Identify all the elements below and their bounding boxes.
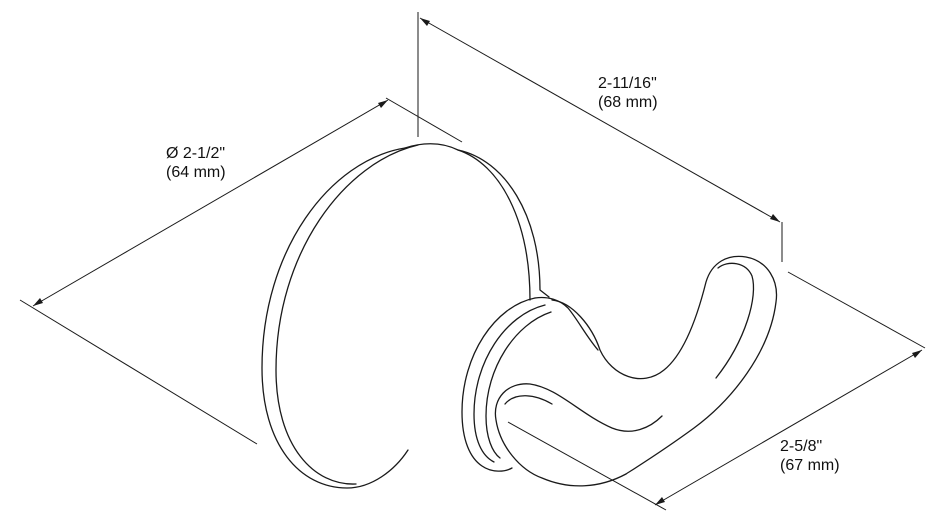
arrowhead-width-bottom [655, 497, 665, 505]
width-dimension-label: 2-5/8" (67 mm) [780, 437, 840, 475]
depth-dimension-label: 2-11/16" (68 mm) [598, 74, 658, 112]
extension-line-diameter-top [385, 97, 463, 143]
collar-inner-ring [485, 311, 552, 459]
arrowhead-diameter-bottom [33, 298, 43, 306]
arrowhead-diameter-top [378, 100, 388, 108]
flange-front-face [261, 147, 409, 489]
neck-collar [461, 296, 599, 472]
diameter-dimension-label: Ø 2-1/2" (64 mm) [166, 144, 226, 182]
width-imperial-text: 2-5/8" [780, 438, 823, 455]
arrowhead-depth-start [420, 18, 430, 26]
extension-lines [19, 12, 926, 511]
extension-line-width-top [787, 271, 926, 349]
flange-back-rim [457, 149, 531, 301]
dimension-lines [32, 17, 923, 506]
extension-line-diameter-bottom [19, 299, 258, 445]
flange-back-edge [404, 143, 550, 298]
arrowhead-depth-end [770, 214, 780, 222]
dimension-line-width [654, 349, 923, 506]
hook-upper-arm [551, 255, 778, 475]
hook-tip-inner [715, 262, 755, 379]
dimension-line-diameter [32, 99, 389, 307]
depth-imperial-text: 2-11/16" [598, 75, 657, 92]
dimension-line-depth [419, 17, 781, 223]
hook-lower-arm [494, 383, 663, 487]
collar-outer-ring [461, 297, 536, 472]
arrowhead-width-top [912, 350, 922, 358]
width-metric-text: (67 mm) [780, 457, 840, 474]
depth-metric-text: (68 mm) [598, 94, 658, 111]
flange-rim-inner [275, 144, 419, 485]
collar-middle-ring [473, 304, 546, 463]
collar-shoulder [534, 296, 599, 351]
diameter-metric-text: (64 mm) [166, 164, 226, 181]
extension-line-width-bottom [507, 421, 667, 511]
hook-lower-inner [504, 395, 553, 405]
diameter-imperial-text: Ø 2-1/2" [166, 145, 226, 162]
wall-flange [261, 143, 550, 489]
hook-arm [494, 255, 778, 487]
